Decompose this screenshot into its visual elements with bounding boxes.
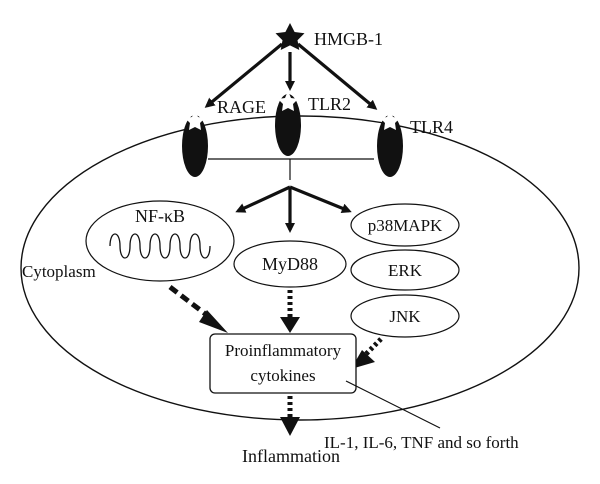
dashed-arrows bbox=[168, 285, 383, 369]
jnk-label: JNK bbox=[389, 307, 421, 326]
cytokines-line1: Proinflammatory bbox=[225, 341, 342, 360]
receptor-rage bbox=[182, 110, 208, 177]
inflammation-label: Inflammation bbox=[242, 446, 340, 466]
inflammation-arrow bbox=[280, 396, 300, 436]
tlr4-binding-star-icon bbox=[380, 110, 400, 130]
tlr4-label: TLR4 bbox=[410, 117, 453, 137]
ligand-binding-arrows bbox=[204, 42, 378, 110]
examples-leader-line bbox=[345, 380, 441, 429]
erk-node bbox=[350, 249, 460, 291]
myd88-node bbox=[233, 240, 347, 288]
tlr2-binding-star-icon bbox=[278, 91, 298, 111]
branch-arrows bbox=[235, 185, 352, 233]
receptor-tlr4 bbox=[377, 110, 403, 177]
nfkb-label: NF-κB bbox=[135, 206, 185, 226]
examples-label: IL-1, IL-6, TNF and so forth bbox=[324, 433, 519, 452]
cytoplasm-label: Cytoplasm bbox=[22, 262, 96, 281]
receptor-tlr2 bbox=[275, 91, 301, 156]
convergence-lines bbox=[208, 158, 374, 180]
p38mapk-node bbox=[350, 203, 460, 247]
rage-label: RAGE bbox=[217, 97, 266, 117]
rage-binding-star-icon bbox=[185, 110, 205, 130]
nfkb-node bbox=[85, 200, 235, 282]
myd88-label: MyD88 bbox=[262, 254, 318, 274]
cytokines-box bbox=[209, 333, 357, 394]
cytokines-line2: cytokines bbox=[250, 366, 315, 385]
erk-label: ERK bbox=[388, 261, 423, 280]
p38mapk-label: p38MAPK bbox=[368, 216, 443, 235]
jnk-node bbox=[350, 294, 460, 338]
hmgb1-star-icon bbox=[275, 23, 305, 50]
tlr2-label: TLR2 bbox=[308, 94, 351, 114]
nfkb-oscillation-wave bbox=[109, 233, 211, 259]
hmgb1-label: HMGB-1 bbox=[314, 29, 383, 49]
